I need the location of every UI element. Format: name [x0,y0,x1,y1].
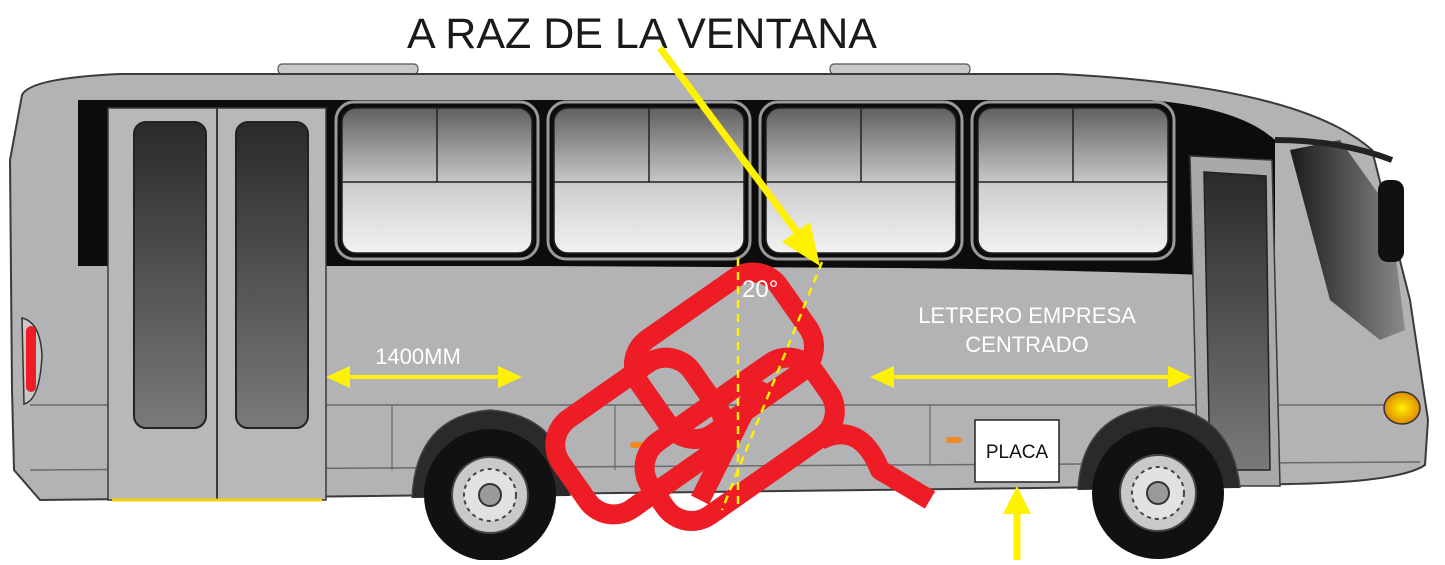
plate-pointer-arrow [1003,486,1031,560]
plate-label: PLACA [986,442,1049,463]
front-wheel [1077,405,1241,559]
window-2 [546,100,752,261]
angle-guide [720,258,824,511]
dimension-arrow-left [326,366,522,388]
window-3 [758,100,964,261]
rear-tail-light [21,317,43,405]
roof-hatches [277,63,971,75]
company-sign-label-line2: CENTRADO [965,332,1088,357]
side-marker-light [946,437,962,443]
red-decal [545,262,936,531]
diagram-title: A RAZ DE LA VENTANA [407,10,877,58]
dimension-arrow-right [870,366,1192,388]
windshield [1290,140,1405,340]
headlight [1383,391,1421,425]
angle-label: 20° [742,276,778,303]
passenger-windows [334,100,1176,261]
company-sign-label-line1: LETRERO EMPRESA [918,303,1136,328]
side-mirror [1274,137,1404,262]
distance-label: 1400MM [375,344,461,369]
window-4 [970,100,1176,261]
rear-door [107,107,327,502]
window-1 [334,100,540,261]
angled-guide-line [720,261,824,511]
window-pointer-arrow [657,45,820,266]
license-plate: PLACA [974,419,1060,483]
front-door [1189,155,1281,487]
rear-wheel [411,409,571,561]
